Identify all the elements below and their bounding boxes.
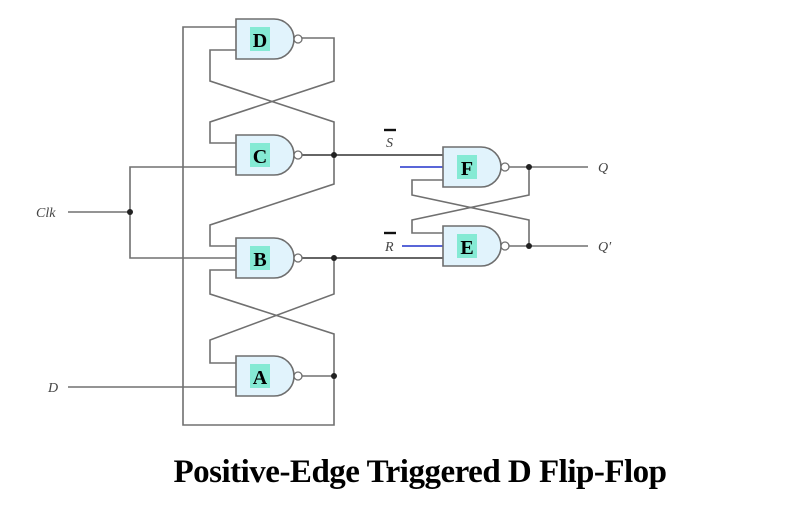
inverter-bubble bbox=[293, 371, 303, 381]
gate-label: D bbox=[253, 30, 267, 52]
gate-label: A bbox=[253, 367, 268, 389]
wire-c-to-b bbox=[209, 155, 335, 247]
q-output-label: Q bbox=[598, 161, 608, 176]
junction-dot bbox=[526, 164, 532, 170]
gate-d: D bbox=[235, 18, 303, 60]
gate-f: F bbox=[442, 146, 510, 188]
gate-label: B bbox=[253, 249, 266, 271]
inverter-bubble bbox=[293, 253, 303, 263]
outer-feedback-wire bbox=[182, 26, 335, 426]
wire-b-to-a bbox=[209, 258, 335, 364]
gate-b: B bbox=[235, 237, 303, 279]
junction-dot bbox=[331, 373, 337, 379]
diagram-title: Positive-Edge Triggered D Flip-Flop bbox=[173, 454, 667, 490]
gate-c: C bbox=[235, 134, 303, 176]
q-bar-output-label: Q′ bbox=[598, 240, 612, 255]
d-input-label: D bbox=[47, 381, 58, 396]
inverter-bubble bbox=[500, 162, 510, 172]
junction-dot bbox=[127, 209, 133, 215]
wire-d-in2 bbox=[209, 49, 335, 155]
wire-b-in3 bbox=[209, 269, 335, 376]
gate-e: E bbox=[442, 225, 510, 267]
junction-dot bbox=[331, 255, 337, 261]
inverter-bubble bbox=[500, 241, 510, 251]
inverter-bubble bbox=[293, 150, 303, 160]
s-bar-label: S bbox=[386, 136, 393, 151]
gate-label: C bbox=[253, 146, 267, 168]
wire-qbar-feedback bbox=[411, 179, 530, 246]
inverter-bubble bbox=[293, 34, 303, 44]
wire-q-feedback bbox=[411, 167, 530, 234]
r-bar-label: R bbox=[384, 240, 394, 255]
junction-dot bbox=[526, 243, 532, 249]
gate-a: A bbox=[235, 355, 303, 397]
clk-label: Clk bbox=[36, 206, 56, 221]
junction-dot bbox=[331, 152, 337, 158]
gate-label: E bbox=[460, 237, 473, 259]
gate-label: F bbox=[461, 158, 473, 180]
